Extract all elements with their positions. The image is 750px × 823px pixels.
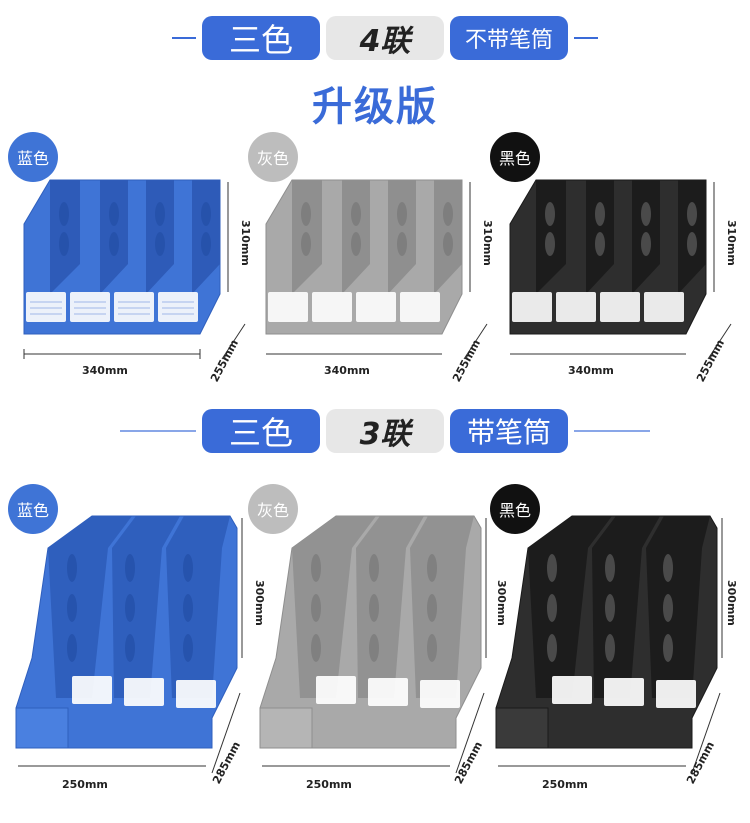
top-product-gray: 灰色 310mm 340mm 255mm [246,128,496,390]
color-badge-label: 黑色 [498,149,531,168]
width-label: 250mm [542,778,588,791]
title-line-left [172,37,196,39]
pill-pen-holder-2: 带笔筒 [450,409,568,453]
color-badge: 蓝色 [8,132,58,182]
bottom-product-gray: 灰色 300mm 250mm 285mm [246,480,508,800]
top-title-bar: 三色 4联 不带笔筒 [0,12,750,64]
pill-colors-label: 三色 [228,21,293,59]
pill-colors: 三色 [202,16,320,60]
bottom-product-blue: 蓝色 300mm 250mm 285mm [0,480,266,800]
file-holder-4-image [23,179,246,360]
width-label: 340mm [568,364,614,377]
color-badge: 黑色 [490,484,540,534]
bottom-title-bar: 三色 3联 带笔筒 [0,405,750,457]
file-holder-3-image [259,515,487,774]
width-label: 340mm [82,364,128,377]
file-holder-4-image [265,179,488,360]
pill-pen-holder: 不带笔筒 [450,16,568,60]
top-product-black: 黑色 310mm 340mm 255mm [490,128,745,390]
title-line-right-2 [574,430,650,432]
pill-sections-label: 4联 [359,24,411,59]
color-badge-label: 蓝色 [16,149,49,168]
pill-sections-2-label: 3联 [359,417,411,452]
title-line-right [574,37,598,39]
color-badge-label: 灰色 [256,149,289,168]
pill-sections-2: 3联 [326,409,444,453]
file-holder-4-image [509,179,732,360]
title-line-left-2 [120,430,196,432]
pill-pen-holder-label: 不带笔筒 [464,28,553,53]
pill-pen-holder-2-label: 带笔筒 [466,416,551,449]
color-badge-label: 黑色 [498,501,531,520]
bottom-product-black: 黑色 300mm 250mm 285mm [490,480,745,800]
color-badge-label: 灰色 [256,501,289,520]
pill-sections: 4联 [326,16,444,60]
color-badge: 黑色 [490,132,540,182]
upgrade-subtitle: 升级版 [312,84,438,130]
top-product-blue: 蓝色 [0,128,252,390]
pill-colors-2-label: 三色 [228,414,293,452]
width-label: 250mm [306,778,352,791]
pill-colors-2: 三色 [202,409,320,453]
width-label: 340mm [324,364,370,377]
width-label: 250mm [62,778,108,791]
height-label: 310mm [725,220,738,266]
color-badge: 蓝色 [8,484,58,534]
height-label: 300mm [725,580,738,626]
file-holder-3-image [495,515,723,774]
file-holder-3-image [15,515,243,774]
color-badge: 灰色 [248,484,298,534]
color-badge-label: 蓝色 [16,501,49,520]
color-badge: 灰色 [248,132,298,182]
